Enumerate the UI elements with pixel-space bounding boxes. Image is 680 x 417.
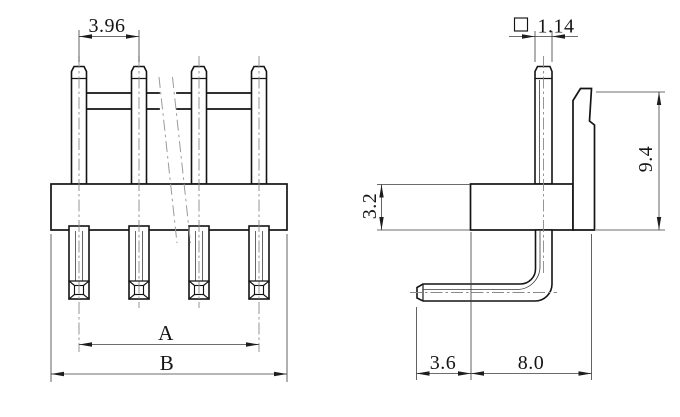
dimension-a: A <box>79 321 259 347</box>
body-thickness-value: 3.2 <box>359 193 381 220</box>
pin-square-value: 1.14 <box>538 16 575 38</box>
height-value: 9.4 <box>635 146 657 173</box>
front-view: 3.96 A B <box>50 15 288 382</box>
lead-centerlines <box>410 56 557 293</box>
break-lines <box>158 76 191 244</box>
dimension-tail: 3.6 8.0 <box>416 232 592 380</box>
dimension-height: 9.4 <box>596 91 665 231</box>
dimension-body-thickness: 3.2 <box>359 184 470 231</box>
connector-body-side <box>469 183 574 231</box>
pitch-value: 3.96 <box>89 15 126 37</box>
connector-body-front <box>50 183 288 231</box>
dimension-pin-square: 1.14 <box>509 16 578 62</box>
dim-a-label: A <box>158 321 174 345</box>
square-section-symbol-icon <box>513 17 529 32</box>
pin-centerlines <box>78 56 260 352</box>
tail-length-value: 8.0 <box>518 352 545 374</box>
side-wall-tab <box>572 87 596 231</box>
dim-b-label: B <box>160 351 175 375</box>
side-view: 1.14 9.4 3.2 3.6 8.0 <box>359 16 665 380</box>
dimension-b: B <box>50 234 288 382</box>
tie-bar <box>85 92 253 110</box>
dimension-pitch: 3.96 <box>78 15 140 62</box>
tail-offset-value: 3.6 <box>430 352 457 374</box>
bent-lead <box>416 229 553 302</box>
